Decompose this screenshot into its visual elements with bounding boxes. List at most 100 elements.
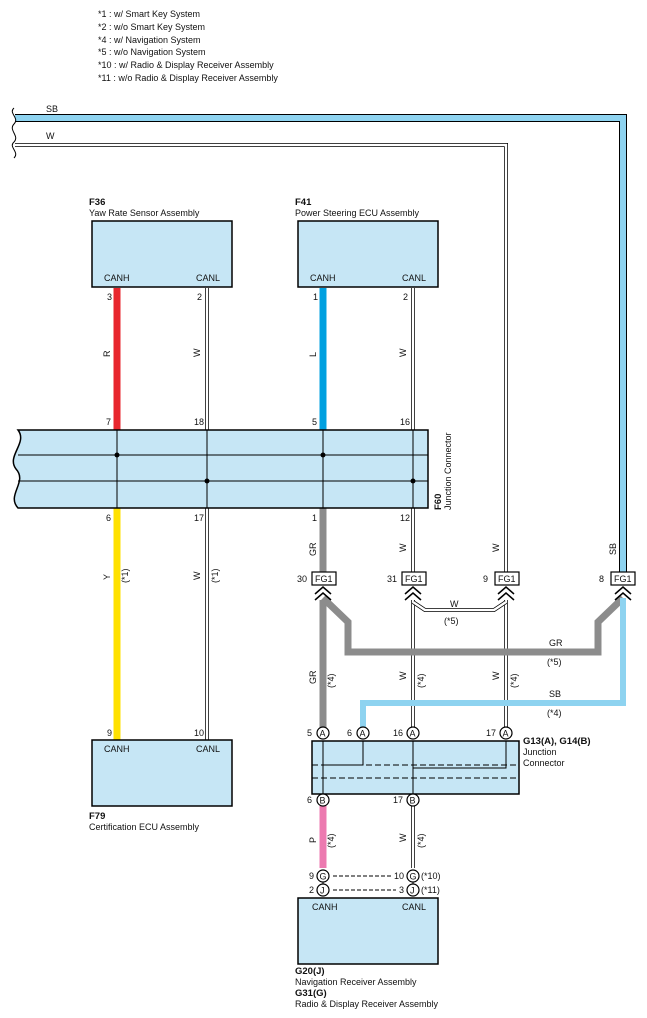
f36-box [91,220,233,288]
f41-canl: CANL [402,273,426,283]
g31-name: Radio & Display Receiver Assembly [295,999,439,1009]
label-r: R [102,350,112,357]
f60-pin-bottom: 12 [400,513,410,523]
f41-canh: CANH [310,273,336,283]
g20-name: Navigation Receiver Assembly [295,977,417,987]
g20-canh: CANH [312,902,338,912]
g13-name-1: Junction [523,747,557,757]
f41-box [297,220,439,288]
fg1-label: FG1 [498,574,516,584]
f79-component: 9 10 CANH CANL F79 Certification ECU Ass… [89,728,233,832]
note-w-fg1-31: (*4) [416,673,426,688]
f79-canl: CANL [196,744,220,754]
g13-pin-letter: B [320,796,326,806]
note-w-fg1-9: (*4) [509,673,519,688]
f41-component: F41 Power Steering ECU Assembly CANH CAN… [295,197,439,357]
f36-component: F36 Yaw Rate Sensor Assembly CANH CANL 3… [89,197,233,357]
g20-pin-marker [316,883,330,897]
label-gr-fg1: GR [308,670,318,684]
f60-pin-top: 18 [194,417,204,427]
f60-pin-top: 16 [400,417,410,427]
g20-pin-marker [316,869,330,883]
f79-pin-l: 10 [194,728,204,738]
g13-pin-letter: A [320,729,326,739]
fg1-pin: 9 [483,574,488,584]
g13-name-2: Connector [523,758,565,768]
note-2: *2 : w/o Smart Key System [98,22,205,32]
f36-pin-h: 3 [107,292,112,302]
label-w-f36: W [192,348,202,357]
g20-note-j: (*11) [421,885,440,895]
fg1-label: FG1 [614,574,632,584]
g13-pin-bottom: 6 [307,795,312,805]
g13-pin-marker [499,726,513,740]
g20-pin-letter: J [320,886,325,896]
f79-code: F79 [89,811,105,822]
label-sb-4: SB [549,689,561,699]
g20-pin-marker [406,869,420,883]
label-sb-drop: SB [608,543,618,555]
f60-node [204,478,210,484]
f60-component: 7 18 5 16 6 17 1 12 F60 Junction Connect… [12,417,453,523]
g20-note-g: (*10) [421,871,441,881]
wire-w-5 [412,600,507,612]
fg1-label: FG1 [315,574,333,584]
f60-node [114,452,120,458]
label-w-fg1-31: W [398,671,408,680]
g13-link [323,741,364,766]
label-w-top-drop: W [491,543,501,552]
note-y: (*1) [120,568,130,583]
fg1-label: FG1 [405,574,423,584]
g20-pin-letter: G [410,872,417,882]
f36-name: Yaw Rate Sensor Assembly [89,208,200,218]
f36-code: F36 [89,197,105,208]
wire-gr-5 [320,595,626,656]
fg1-pin: 8 [599,574,604,584]
wire-sb-4 [360,598,626,728]
f41-pin-h: 1 [313,292,318,302]
f36-canh: CANH [104,273,130,283]
g20-component: 9 G 10 G (*10) 2 J 3 J (*11) CANH CANL G… [295,869,441,1009]
note-w-f79: (*1) [210,568,220,583]
note-gr-fg1: (*4) [326,673,336,688]
label-w-f79: W [192,571,202,580]
note-gr-5: (*5) [547,657,562,667]
f60-box [12,429,429,509]
g13-code: G13(A), G14(B) [523,736,591,747]
g20-pin-letter: G [320,872,327,882]
g13-link [413,741,507,769]
label-w-f60-12: W [398,543,408,552]
f79-canh: CANH [104,744,130,754]
f79-pin-h: 9 [107,728,112,738]
fg1-chevron-icon [614,586,632,601]
f60-pin-bottom: 6 [106,513,111,523]
label-sb-top: SB [46,104,58,114]
fg1-chevron-icon [497,586,515,601]
g13-pin-letter: A [410,729,416,739]
wires [11,107,627,902]
note-p: (*4) [326,833,336,848]
g20-box [297,897,439,965]
g13-pin-letter: B [410,796,416,806]
g20-pin-g: 9 [309,871,314,881]
wire-sb-top [15,115,626,575]
g20-canl: CANL [402,902,426,912]
fg1-box [311,571,337,586]
fg1-connectors: FG1 30 FG1 31 FG1 9 FG1 8 [297,571,636,601]
fg1-chevron-icon [404,586,422,601]
g13-pin-marker [316,726,330,740]
g13-pin-marker [316,793,330,807]
f41-pin-l: 2 [403,292,408,302]
f41-name: Power Steering ECU Assembly [295,208,420,218]
label-l: L [308,352,318,357]
g20-code: G20(J) [295,966,325,977]
label-gr-f60: GR [308,542,318,556]
f36-canl: CANL [196,273,220,283]
g13-pin-top: 17 [486,728,496,738]
g13-component: 5 A 6 A 16 A 17 A 6 B 17 B G13(A), G14(B… [307,726,591,807]
notes-legend: *1 : w/ Smart Key System *2 : w/o Smart … [98,9,278,83]
g13-pin-bottom: 17 [393,795,403,805]
g20-pin-j: 3 [399,885,404,895]
f79-box [91,739,233,807]
